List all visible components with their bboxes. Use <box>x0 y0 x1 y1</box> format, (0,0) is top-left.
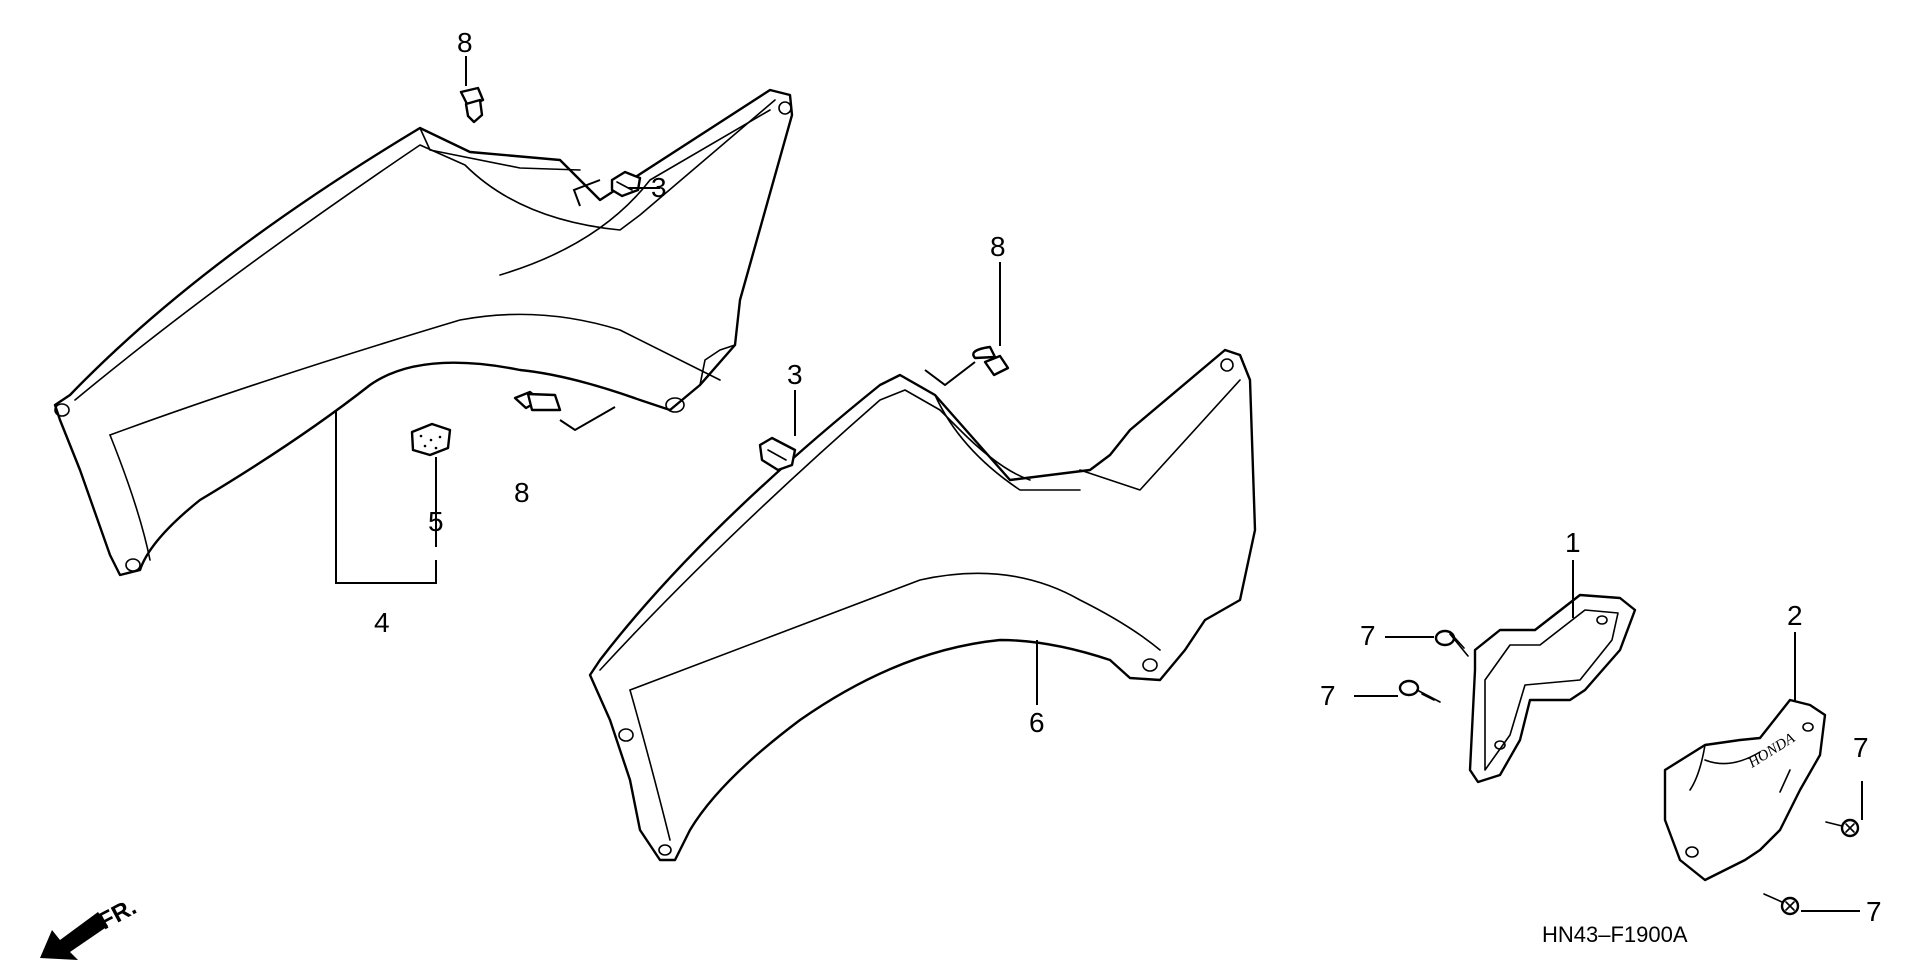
callout-8-middle: 8 <box>990 231 1006 262</box>
callout-8-lower: 8 <box>514 477 530 508</box>
push-rivet-lower <box>513 390 562 412</box>
front-arrow-icon <box>40 912 108 960</box>
screw-right-lower <box>1763 893 1800 916</box>
screw-upper-left <box>1434 629 1469 657</box>
callout-3-lower: 3 <box>787 359 803 390</box>
clip-part-lower <box>758 436 797 472</box>
callout-2: 2 <box>1787 600 1803 631</box>
leader-lines <box>335 56 1863 912</box>
callout-labels: 8 3 8 3 8 5 4 6 1 2 7 7 7 7 <box>374 27 1882 927</box>
front-direction-marker: FR. <box>40 893 141 960</box>
callout-7-right-lower: 7 <box>1866 896 1882 927</box>
callout-3-upper: 3 <box>651 172 667 203</box>
gasket-part <box>1468 593 1637 784</box>
push-rivet-middle <box>972 345 1010 377</box>
cushion-part <box>410 422 452 457</box>
callout-7-lower-left: 7 <box>1320 680 1336 711</box>
callout-5: 5 <box>428 506 444 537</box>
callout-1: 1 <box>1565 527 1581 558</box>
callout-6: 6 <box>1029 707 1045 738</box>
drawing-code: HN43–F1900A <box>1542 922 1688 947</box>
right-side-cover-part <box>588 348 1257 862</box>
screw-right-upper <box>1825 818 1860 838</box>
callout-8-top: 8 <box>457 27 473 58</box>
screw-lower-left <box>1398 679 1441 703</box>
callout-7-right-upper: 7 <box>1853 732 1869 763</box>
push-rivet-upper <box>459 86 485 124</box>
callout-7-upper-left: 7 <box>1360 620 1376 651</box>
callout-4: 4 <box>374 607 390 638</box>
left-side-cover-part <box>53 88 794 577</box>
emblem-plate-part: HONDA <box>1663 698 1827 882</box>
